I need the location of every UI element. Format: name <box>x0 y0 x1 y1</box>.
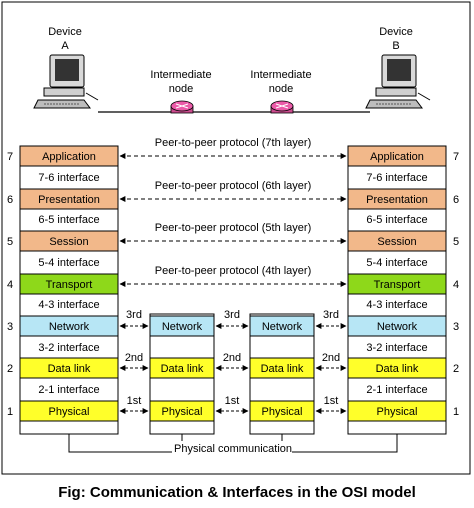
device-a-interface-4-3: 4-3 interface <box>38 299 99 311</box>
device-a-interface-5-4: 5-4 interface <box>38 257 99 269</box>
layer-number-7-right: 7 <box>453 151 459 163</box>
router-1-icon <box>170 100 194 114</box>
device-a-transport-label: Transport <box>46 279 93 291</box>
node-1-data-link-box <box>149 357 215 379</box>
node-2-network-box <box>249 315 315 337</box>
layer-number-4-left: 4 <box>7 279 13 291</box>
hop-3rd-label-a: 3rd <box>126 309 142 321</box>
computer-b-icon <box>365 54 431 109</box>
layer-number-3-right: 3 <box>453 321 459 333</box>
device-b-interface-4-3: 4-3 interface <box>366 299 427 311</box>
hop-1st-label-b: 1st <box>225 395 240 407</box>
intermediate-node-2-label: Intermediate <box>250 69 311 81</box>
device-b-interface-5-4: 5-4 interface <box>366 257 427 269</box>
device-a-data-link-box <box>19 357 119 379</box>
node-2-data-link-box <box>249 357 315 379</box>
device-a-session-box <box>19 230 119 252</box>
device-b-interface-7-6: 7-6 interface <box>366 172 427 184</box>
device-a-physical-box <box>19 400 119 422</box>
figure-caption: Fig: Communication & Interfaces in the O… <box>58 484 416 501</box>
layer-number-2-right: 2 <box>453 363 459 375</box>
device-a-physical-label: Physical <box>49 406 90 418</box>
node-2-physical-label: Physical <box>262 406 303 418</box>
hop-3rd-label-b: 3rd <box>224 309 240 321</box>
peer-protocol-4-label: Peer-to-peer protocol (4th layer) <box>155 265 312 277</box>
intermediate-node-1-label: Intermediate <box>150 69 211 81</box>
layer-number-2-left: 2 <box>7 363 13 375</box>
node-1-data-link-label: Data link <box>161 363 204 375</box>
device-a-interface-7-6: 7-6 interface <box>38 172 99 184</box>
device-a-presentation-box <box>19 188 119 210</box>
device-b-interface-3-2: 3-2 interface <box>366 342 427 354</box>
device-b-session-box <box>347 230 447 252</box>
node-2-network-label: Network <box>262 321 303 333</box>
device-b-network-box <box>347 315 447 337</box>
peer-protocol-6-label: Peer-to-peer protocol (6th layer) <box>155 180 312 192</box>
device-a-transport-box <box>19 273 119 295</box>
device-b-label: Device <box>379 26 413 38</box>
node-2-data-link-label: Data link <box>261 363 304 375</box>
node-1-physical-label: Physical <box>162 406 203 418</box>
node-1-physical-box <box>149 400 215 422</box>
intermediate-node-1-sublabel: node <box>169 83 193 95</box>
node-1-network-label: Network <box>162 321 203 333</box>
peer-protocol-5-label: Peer-to-peer protocol (5th layer) <box>155 222 312 234</box>
hop-2nd-label-c: 2nd <box>322 352 340 364</box>
layer-number-6-left: 6 <box>7 194 13 206</box>
device-b-data-link-box <box>347 357 447 379</box>
device-a-interface-3-2: 3-2 interface <box>38 342 99 354</box>
device-b-session-label: Session <box>377 236 416 248</box>
intermediate-node-2-sublabel: node <box>269 83 293 95</box>
node-2-physical-box <box>249 400 315 422</box>
device-b-transport-box <box>347 273 447 295</box>
device-a-application-label: Application <box>42 151 96 163</box>
device-a-data-link-label: Data link <box>48 363 91 375</box>
physical-communication-label-bg <box>172 441 292 455</box>
device-b-letter: B <box>392 40 399 52</box>
device-a-letter: A <box>61 40 69 52</box>
device-b-application-box <box>347 145 447 167</box>
device-b-transport-label: Transport <box>374 279 421 291</box>
node-1-network-box <box>149 315 215 337</box>
layer-number-1-right: 1 <box>453 406 459 418</box>
hop-3rd-label-c: 3rd <box>323 309 339 321</box>
device-b-physical-label: Physical <box>377 406 418 418</box>
hop-2nd-label-a: 2nd <box>125 352 143 364</box>
device-a-presentation-label: Presentation <box>38 194 100 206</box>
device-b-data-link-label: Data link <box>376 363 419 375</box>
hop-1st-label-c: 1st <box>324 395 339 407</box>
device-b-presentation-box <box>347 188 447 210</box>
physical-communication-label: Physical communication <box>174 443 292 455</box>
device-b-interface-2-1: 2-1 interface <box>366 384 427 396</box>
device-a-application-box <box>19 145 119 167</box>
device-a-network-box <box>19 315 119 337</box>
layer-number-5-left: 5 <box>7 236 13 248</box>
device-b-physical-box <box>347 400 447 422</box>
device-a-session-label: Session <box>49 236 88 248</box>
layer-number-7-left: 7 <box>7 151 13 163</box>
device-a-interface-2-1: 2-1 interface <box>38 384 99 396</box>
layer-number-1-left: 1 <box>7 406 13 418</box>
device-a-interface-6-5: 6-5 interface <box>38 214 99 226</box>
router-2-icon <box>270 100 294 114</box>
device-b-interface-6-5: 6-5 interface <box>366 214 427 226</box>
device-b-presentation-label: Presentation <box>366 194 428 206</box>
hop-1st-label-a: 1st <box>127 395 142 407</box>
device-b-application-label: Application <box>370 151 424 163</box>
device-a-label: Device <box>48 26 82 38</box>
device-a-network-label: Network <box>49 321 90 333</box>
layer-number-5-right: 5 <box>453 236 459 248</box>
peer-protocol-7-label: Peer-to-peer protocol (7th layer) <box>155 137 312 149</box>
layer-number-4-right: 4 <box>453 279 459 291</box>
layer-number-3-left: 3 <box>7 321 13 333</box>
device-b-network-label: Network <box>377 321 418 333</box>
computer-a-icon <box>33 54 99 109</box>
layer-number-6-right: 6 <box>453 194 459 206</box>
hop-2nd-label-b: 2nd <box>223 352 241 364</box>
